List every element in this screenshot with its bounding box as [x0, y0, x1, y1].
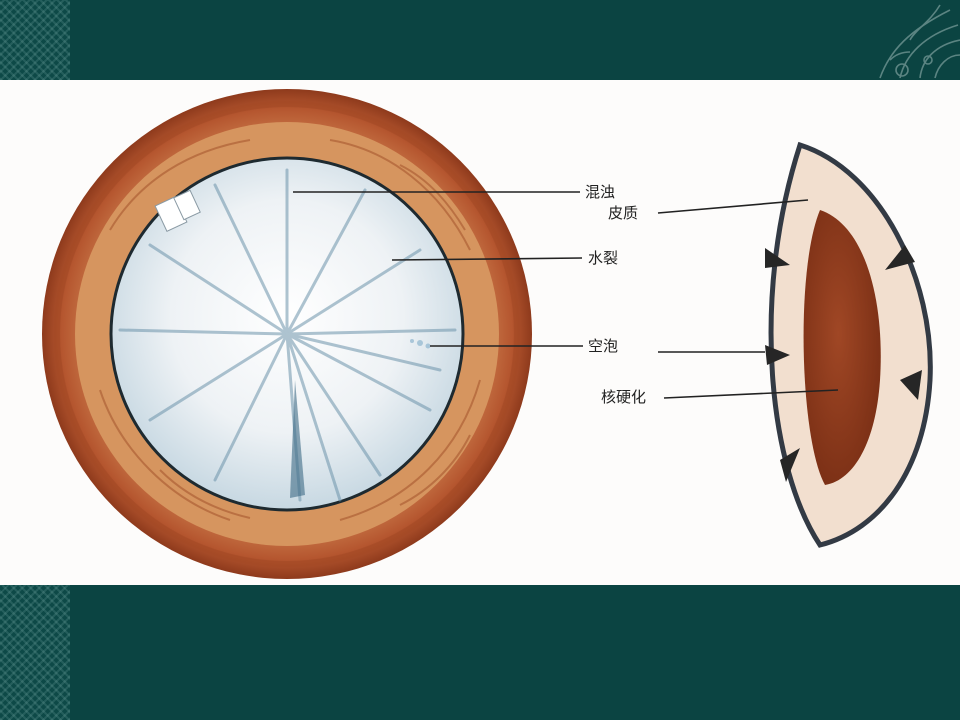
label-vacuole: 空泡 — [588, 337, 619, 355]
lens-side-view — [765, 141, 933, 548]
slide-bottom-band — [0, 585, 960, 720]
dark-cleft — [290, 380, 305, 498]
leader-cortex — [657, 199, 809, 214]
capsule-fragment — [154, 189, 201, 233]
leader-water-cleft — [391, 257, 583, 261]
lens-front-view — [42, 89, 532, 579]
label-nuclear-sclerosis: 核硬化 — [601, 388, 647, 406]
label-cortex: 皮质 — [608, 204, 639, 222]
water-clefts — [118, 168, 457, 502]
corner-pattern-top — [0, 0, 70, 80]
slide-top-band — [0, 0, 960, 80]
leader-nuclear-sclerosis — [663, 389, 839, 399]
label-turbidity: 混浊 — [585, 183, 616, 201]
vacuole-dots — [410, 339, 431, 349]
leader-lines — [293, 191, 839, 399]
side-nucleus — [803, 210, 881, 485]
corner-pattern-bottom — [0, 585, 70, 720]
vine-ornament-icon — [879, 4, 960, 79]
side-vacuoles — [765, 245, 922, 482]
label-water-cleft: 水裂 — [588, 249, 619, 267]
capsule-ring — [54, 101, 520, 567]
